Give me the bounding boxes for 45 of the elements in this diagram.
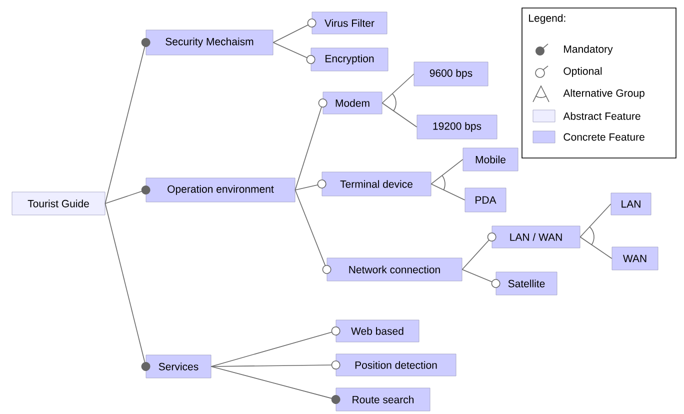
connector xyxy=(104,185,150,204)
feature-box: Encryption xyxy=(310,48,388,72)
connector xyxy=(210,360,340,370)
feature-box: 9600 bps xyxy=(414,62,488,86)
legend-title: Legend: xyxy=(529,14,566,24)
legend-label: Abstract Feature xyxy=(563,112,640,120)
feature-box: Virus Filter xyxy=(312,12,388,34)
feature-box: Position detection xyxy=(336,354,456,376)
feature-box: 19200 bps xyxy=(416,114,498,140)
connector xyxy=(382,102,418,128)
connector xyxy=(272,18,316,43)
feature-box: LAN xyxy=(610,192,652,216)
connector xyxy=(580,236,612,259)
connector xyxy=(462,269,500,288)
feature-box: Security Mechaism xyxy=(146,30,274,56)
feature-box: LAN / WAN xyxy=(492,226,580,248)
feature-box: WAN xyxy=(612,246,658,270)
legend-label: Alternative Group xyxy=(563,89,644,99)
connector xyxy=(210,326,340,367)
feature-box: Satellite xyxy=(496,272,558,296)
feature-box: Network connection xyxy=(326,258,462,282)
legend-label: Mandatory xyxy=(564,45,613,55)
feature-box: Mobile xyxy=(462,148,518,172)
legend-label: Optional xyxy=(564,67,602,77)
feature-box: PDA xyxy=(464,188,506,212)
connector xyxy=(104,38,150,204)
feature-box: Operation environment xyxy=(146,178,296,202)
connector xyxy=(272,42,316,64)
feature-box: Services xyxy=(146,354,212,378)
connector xyxy=(382,74,414,104)
legend-label: Concrete Feature xyxy=(564,133,644,141)
connector xyxy=(104,203,150,371)
connector xyxy=(430,159,464,184)
feature-box: Tourist Guide xyxy=(12,192,106,216)
feature-box: Web based xyxy=(336,320,420,342)
feature-box: Terminal device xyxy=(322,172,432,196)
connector xyxy=(294,190,332,274)
connector xyxy=(580,204,612,238)
feature-box: Modem xyxy=(322,92,382,114)
connector xyxy=(462,232,496,270)
feature-box: Route search xyxy=(336,388,430,412)
connector xyxy=(294,179,326,190)
connector xyxy=(210,366,340,404)
connector xyxy=(294,98,328,190)
connector xyxy=(430,184,466,200)
